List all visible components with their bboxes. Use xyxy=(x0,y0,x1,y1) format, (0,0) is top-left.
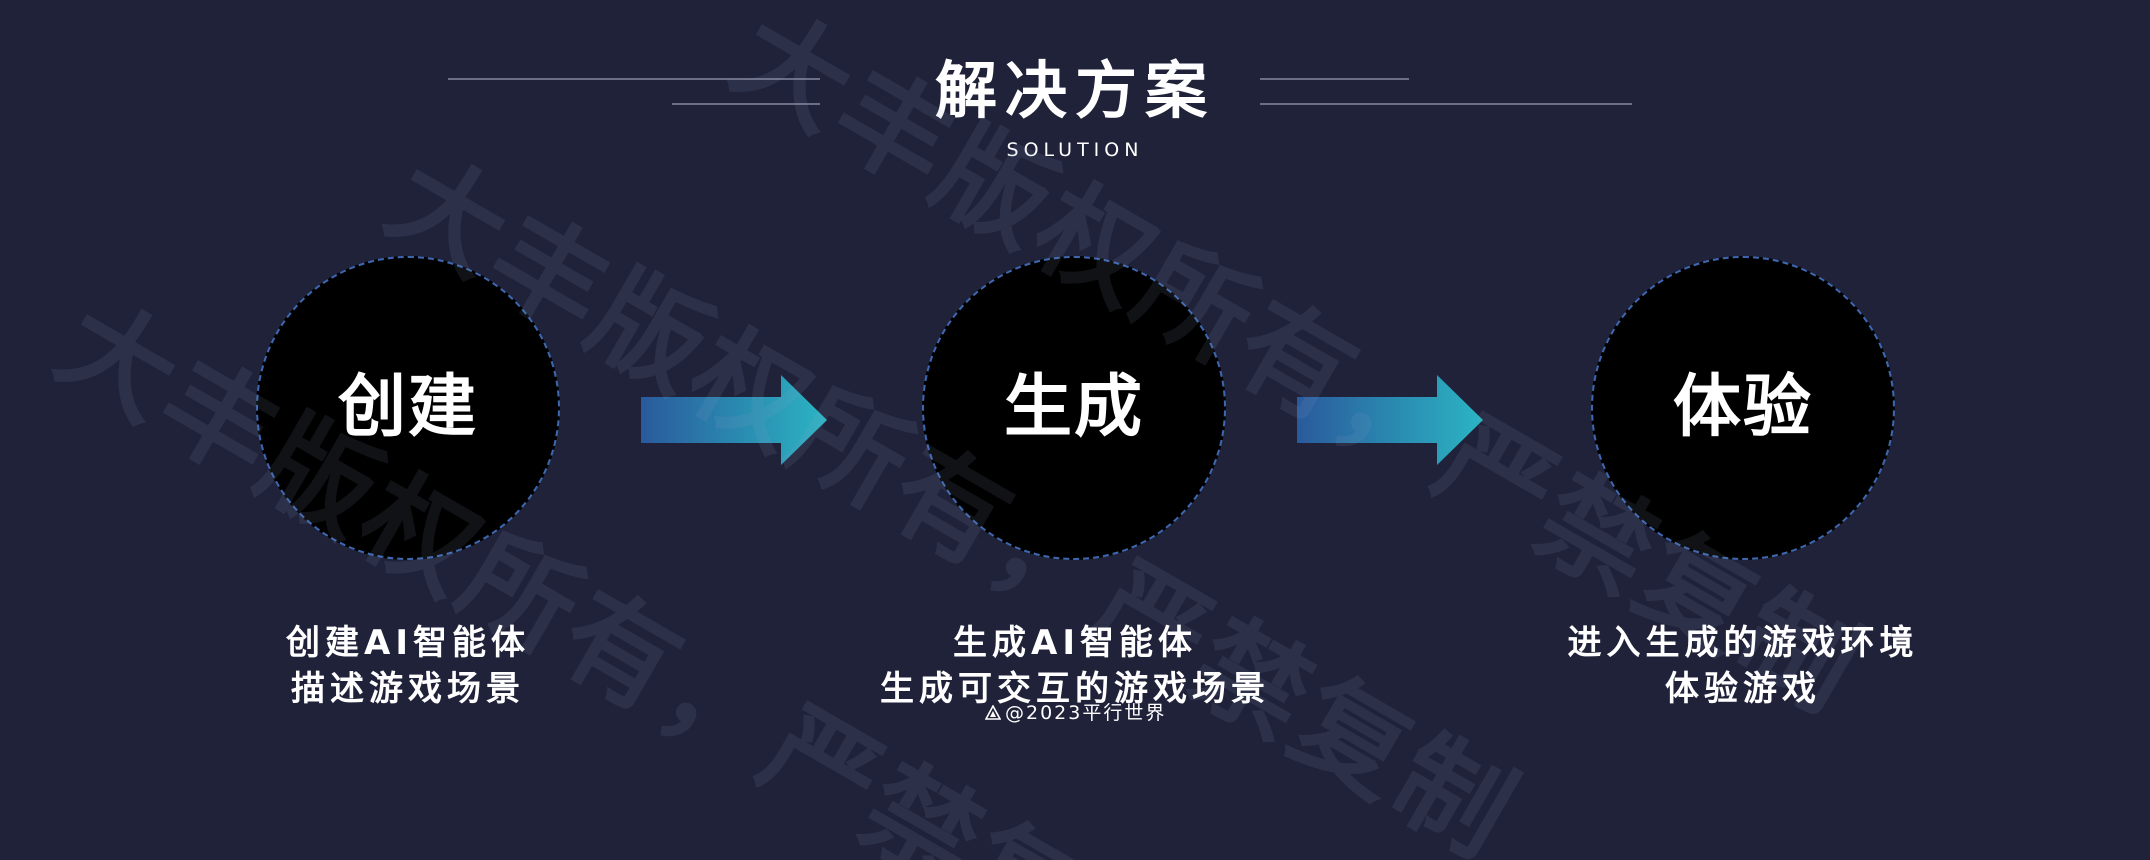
step-caption-experience: 进入生成的游戏环境 体验游戏 xyxy=(1443,620,2043,712)
step-label: 创建 xyxy=(337,368,478,447)
credit-text: @2023平行世界 xyxy=(1005,702,1167,724)
header-divider-right-top xyxy=(1260,78,1409,80)
step-label: 体验 xyxy=(1672,368,1813,447)
step-circle-experience: 体验 xyxy=(1591,256,1895,560)
right-arrow-icon xyxy=(641,375,827,465)
step-circle-create: 创建 xyxy=(256,256,560,560)
caption-line: 体验游戏 xyxy=(1665,669,1821,709)
caption-line: 生成AI智能体 xyxy=(953,623,1197,663)
right-arrow-icon xyxy=(1297,375,1483,465)
triangle-logo-icon xyxy=(985,705,1001,720)
step-caption-create: 创建AI智能体 描述游戏场景 xyxy=(108,620,708,712)
step-label: 生成 xyxy=(1003,368,1144,447)
header-divider-left-top xyxy=(448,78,820,80)
step-caption-generate: 生成AI智能体 生成可交互的游戏场景 xyxy=(775,620,1375,712)
page-title: 解决方案 xyxy=(934,54,1215,127)
step-circle-generate: 生成 xyxy=(922,256,1226,560)
caption-line: 描述游戏场景 xyxy=(291,669,525,709)
caption-line: 创建AI智能体 xyxy=(286,623,530,663)
header-divider-right-bottom xyxy=(1260,103,1632,105)
credit-label: @2023平行世界 xyxy=(985,700,1166,726)
page-subtitle: SOLUTION xyxy=(1006,139,1144,161)
header-divider-left-bottom xyxy=(672,103,820,105)
caption-line: 生成可交互的游戏场景 xyxy=(880,669,1270,709)
caption-line: 进入生成的游戏环境 xyxy=(1567,623,1919,663)
